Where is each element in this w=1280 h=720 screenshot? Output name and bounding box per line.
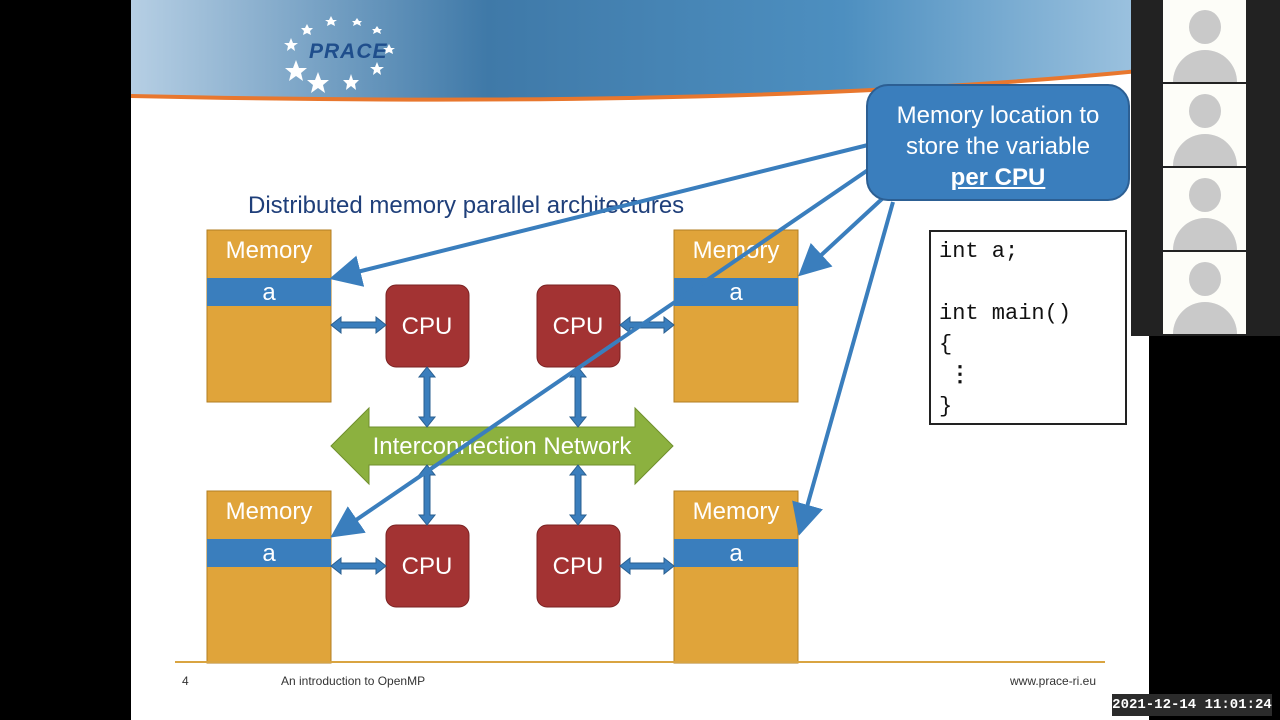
avatar-icon <box>1189 178 1221 212</box>
memory-label: Memory <box>693 498 780 525</box>
logo-stars-icon <box>284 16 395 93</box>
variable-label: a <box>729 540 743 567</box>
variable-label: a <box>262 279 276 306</box>
avatar-icon <box>1189 10 1221 44</box>
code-snippet: int a; int main() { ⋮ } <box>929 230 1127 425</box>
callout-line-3: per CPU <box>950 164 1046 191</box>
memory-block-top-right: Memory a <box>673 229 799 403</box>
code-line: int a; <box>939 239 1019 264</box>
cpu-label: CPU <box>553 553 604 580</box>
avatar-icon <box>1189 262 1221 296</box>
avatar-icon <box>1189 94 1221 128</box>
recording-timestamp: 2021-12-14 11:01:24 <box>1112 694 1272 716</box>
website-link: www.prace-ri.eu <box>1010 674 1097 688</box>
participant-tile[interactable] <box>1163 168 1246 250</box>
callout-line-2: store the variable <box>905 133 1091 160</box>
cpu-label: CPU <box>553 313 604 340</box>
footer-divider <box>175 661 1105 663</box>
page-number: 4 <box>182 674 189 688</box>
memory-label: Memory <box>226 498 313 525</box>
cpu-label: CPU <box>402 313 453 340</box>
cpu-top-right: CPU <box>536 284 621 368</box>
slide: PRACE Distributed memory parallel archit… <box>131 0 1149 720</box>
network-label: Interconnection Network <box>373 433 633 460</box>
cpu-bottom-right: CPU <box>536 524 621 608</box>
participants-sidebar <box>1131 0 1280 336</box>
interconnection-network: Interconnection Network <box>330 406 674 486</box>
memory-block-top-left: Memory a <box>206 229 332 403</box>
code-line: ⋮ <box>949 363 971 388</box>
code-line: int main() <box>939 301 1072 326</box>
participant-tile[interactable] <box>1163 252 1246 334</box>
participant-tile[interactable] <box>1163 0 1246 82</box>
variable-label: a <box>262 540 276 567</box>
callout-line-1: Memory location to <box>896 102 1100 129</box>
code-line: } <box>939 394 953 419</box>
header-banner: PRACE <box>131 0 1149 110</box>
memory-block-bottom-left: Memory a <box>206 490 332 664</box>
cpu-bottom-left: CPU <box>385 524 470 608</box>
header-background <box>131 0 1149 102</box>
participant-tile[interactable] <box>1163 84 1246 166</box>
variable-label: a <box>729 279 743 306</box>
slide-subtitle: Distributed memory parallel architecture… <box>248 192 685 219</box>
memory-block-bottom-right: Memory a <box>673 490 799 664</box>
code-line: { <box>939 332 953 357</box>
architecture-diagram: Memory a Memory a Memory a Memory a CPU <box>206 143 895 664</box>
course-title: An introduction to OpenMP <box>281 674 426 688</box>
callout-pointers <box>329 143 895 538</box>
code-line <box>939 267 1117 298</box>
memory-label: Memory <box>226 237 313 264</box>
cpu-label: CPU <box>402 553 453 580</box>
callout-box: Memory location to store the variable pe… <box>866 84 1130 201</box>
prace-logo: PRACE <box>309 40 388 63</box>
cpu-top-left: CPU <box>385 284 470 368</box>
